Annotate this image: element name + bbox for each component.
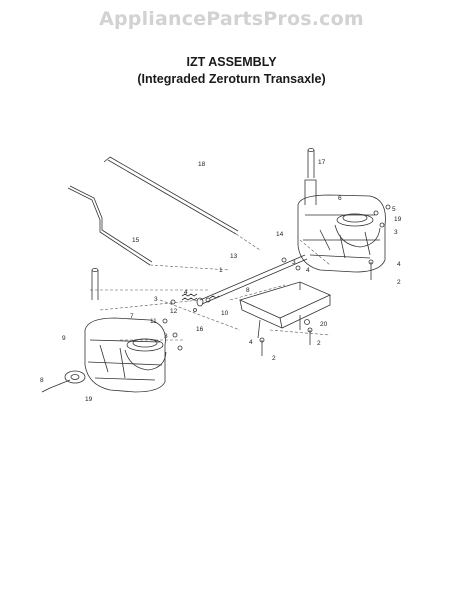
callout-9: 9: [62, 335, 66, 342]
callout-6: 6: [338, 195, 342, 202]
callout-4-mid: 4: [306, 267, 310, 274]
bracket-8: [238, 281, 331, 339]
callout-3-right: 3: [394, 229, 398, 236]
callout-17: 17: [318, 159, 326, 166]
shaft-1: [196, 254, 308, 307]
callout-8: 8: [246, 287, 250, 294]
spring-10: [205, 295, 220, 303]
callout-8-left: 8: [40, 377, 44, 384]
callout-1: 1: [219, 267, 223, 274]
diagram-title: IZT ASSEMBLY: [186, 55, 277, 69]
rod-18: [103, 156, 239, 235]
right-transaxle: [297, 148, 386, 273]
spring-12: [181, 293, 198, 301]
callout-12: 12: [170, 308, 178, 315]
bolts: [41, 259, 374, 393]
callout-16: 16: [196, 326, 204, 333]
callout-4-lower: 4: [249, 339, 253, 346]
callout-3-left: 3: [154, 296, 158, 303]
callout-20: 20: [320, 321, 328, 328]
callout-7: 7: [130, 313, 134, 320]
callout-11: 11: [150, 318, 157, 325]
callout-4-right: 4: [397, 261, 401, 268]
callout-2-right: 2: [397, 279, 401, 286]
callout-3-mid: 3: [292, 259, 296, 266]
left-transaxle: [49, 268, 167, 393]
callout-2-bottom: 2: [272, 355, 276, 362]
callout-4-left: 4: [184, 289, 188, 296]
callout-13: 13: [230, 253, 238, 260]
callout-10: 10: [221, 310, 229, 317]
callout-19-left: 19: [85, 396, 93, 403]
diagram-subtitle: (Integraded Zeroturn Transaxle): [137, 72, 326, 86]
callout-19-right: 19: [394, 216, 402, 223]
small-parts: [162, 204, 391, 351]
callout-2-lower: 2: [317, 340, 321, 347]
watermark-text: AppliancePartsPros.com: [99, 8, 364, 30]
callout-14: 14: [276, 231, 284, 238]
callout-15: 15: [132, 237, 140, 244]
rod-15: [67, 185, 153, 266]
callout-5: 5: [392, 206, 396, 213]
callout-18: 18: [198, 161, 206, 168]
callout-3-lower: 3: [164, 333, 168, 340]
